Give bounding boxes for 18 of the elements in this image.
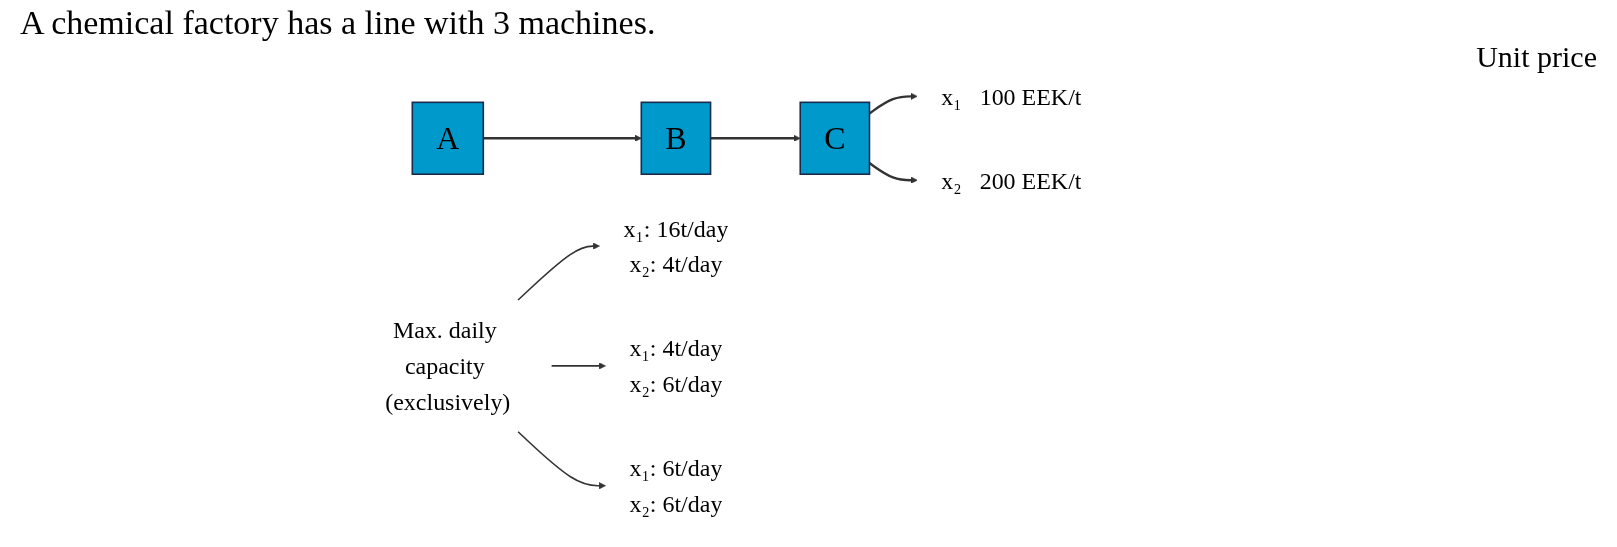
node-box: B bbox=[640, 101, 712, 175]
title: A chemical factory has a line with 3 machines. bbox=[20, 4, 656, 42]
node-text: x₁: 4t/day x₂: 6t/day bbox=[629, 334, 723, 398]
node-text: x₁: 6t/day x₂: 6t/day bbox=[629, 454, 723, 517]
arrow bbox=[551, 362, 607, 370]
arrow bbox=[869, 162, 918, 184]
arrow bbox=[517, 242, 601, 301]
node-text: x₁: 16t/day x₂: 4t/day bbox=[623, 214, 729, 278]
arrow bbox=[517, 430, 607, 490]
node-text: x₂ 200 EEK/t bbox=[941, 167, 1082, 194]
node-text: Max. daily capacity (exclusively) bbox=[385, 316, 511, 416]
arrow bbox=[483, 134, 642, 142]
node-text: x₁ 100 EEK/t bbox=[941, 83, 1082, 110]
note-text: Unit price bbox=[1476, 40, 1597, 74]
node-box: C bbox=[799, 101, 871, 175]
arrow bbox=[869, 92, 918, 115]
arrow bbox=[710, 134, 801, 142]
node-box: A bbox=[411, 101, 485, 175]
